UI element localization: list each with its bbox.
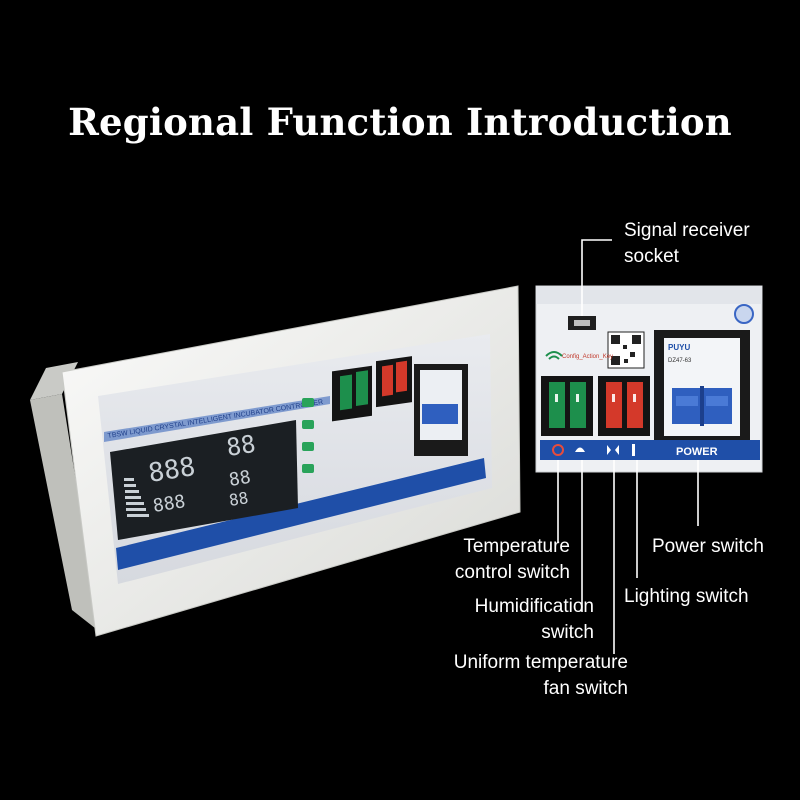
temperature-control-switch[interactable] [549, 382, 565, 428]
qr-pattern [611, 335, 641, 365]
side-button-2[interactable] [302, 420, 314, 429]
callout-humidification: Humidification switch [474, 596, 594, 643]
fan-switch[interactable] [606, 382, 622, 428]
frame-side-lower [30, 394, 100, 632]
side-buttons [302, 398, 314, 473]
controller-unit: TBSW LIQUID CRYSTAL INTELLIGENT INCUBATO… [30, 285, 521, 637]
closeup-panel: Config_Action_Key PUYU DZ47-63 POWER [535, 285, 763, 473]
side-button-3[interactable] [302, 442, 314, 451]
rocker-switches-small [332, 356, 412, 422]
breaker-lever-small[interactable] [422, 404, 458, 424]
breaker-brand: PUYU [668, 343, 690, 352]
switch-red-2[interactable] [396, 360, 407, 393]
lcd-secondary-3: 88 [228, 488, 250, 510]
switch-green-2[interactable] [356, 370, 368, 406]
humidity-icon [575, 447, 585, 452]
callout-lines [557, 239, 699, 654]
callout-power-switch: Power switch [652, 536, 764, 557]
usb-port-inner [574, 320, 590, 326]
closeup-blue-stripe [540, 440, 760, 460]
temperature-icon [552, 444, 564, 456]
lcd-secondary-2: 88 [227, 467, 252, 491]
blue-stripe [116, 458, 486, 570]
breaker-model: DZ47-63 [668, 358, 692, 364]
callout-lighting-switch: Lighting switch [624, 586, 749, 607]
brand-logo-icon [734, 304, 754, 324]
side-button-1[interactable] [302, 398, 314, 407]
lcd-screen [110, 420, 298, 540]
lcd-bar-graph [124, 478, 149, 517]
lcd-secondary-1: 888 [151, 491, 186, 517]
fan-icon [607, 445, 619, 455]
switch-red-1[interactable] [382, 364, 393, 397]
signal-receiver-line [581, 239, 612, 316]
lcd-humidity: 88 [225, 430, 258, 462]
wifi-icon [545, 351, 563, 357]
lcd-temperature: 888 [146, 452, 197, 489]
power-label: POWER [676, 446, 718, 458]
page-title: Regional Function Introduction [68, 100, 732, 144]
switch-green-1[interactable] [340, 374, 352, 411]
callout-temperature-control: Temperature control switch [454, 536, 570, 583]
lighting-icon [632, 444, 635, 456]
humidification-switch[interactable] [570, 382, 586, 428]
closeup-top-strip [536, 286, 762, 304]
side-button-4[interactable] [302, 464, 314, 473]
lighting-switch-toggle[interactable] [627, 382, 643, 428]
panel-header-strip [104, 396, 330, 442]
callout-signal-receiver: Signal receiver socket [624, 220, 750, 267]
callout-uniform-fan: Uniform temperature fan switch [453, 652, 628, 699]
config-label: Config_Action_Key [562, 354, 613, 360]
